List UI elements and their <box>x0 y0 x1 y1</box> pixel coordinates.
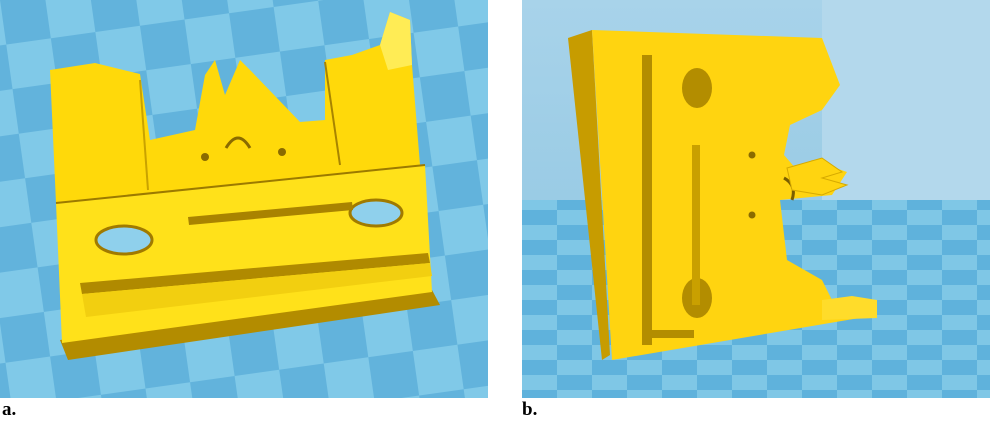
slot-inner <box>692 145 700 305</box>
render-panel-a <box>0 0 488 398</box>
back-wall <box>822 0 990 205</box>
wall-edge <box>139 79 149 191</box>
hole-top <box>682 68 712 108</box>
slot-lower <box>82 263 432 317</box>
slot-bottom <box>644 330 694 338</box>
wall-edge-right <box>324 61 341 166</box>
render-b-image <box>522 0 990 398</box>
part-tab <box>380 12 412 70</box>
pin-lower <box>748 211 756 219</box>
part-seam <box>55 164 426 204</box>
fork-prongs <box>786 157 849 196</box>
slot-vertical <box>642 55 652 345</box>
slot-upper <box>188 202 353 225</box>
slot-lower-edge <box>80 253 430 294</box>
hole-right <box>348 198 404 228</box>
pin-upper <box>748 151 756 159</box>
part-base-shadow <box>60 290 440 360</box>
hole-left <box>94 224 154 256</box>
part-face <box>592 30 877 360</box>
part-upper-wall <box>50 12 420 203</box>
part-side <box>568 30 610 360</box>
foot-tab <box>822 296 877 320</box>
panel-label-a: a. <box>2 399 17 420</box>
pin-left <box>201 153 209 161</box>
render-panel-b <box>522 0 990 398</box>
render-a-image <box>0 0 488 398</box>
pin-right <box>278 148 286 156</box>
notch-curve <box>224 136 252 149</box>
panel-label-b: b. <box>522 399 538 420</box>
